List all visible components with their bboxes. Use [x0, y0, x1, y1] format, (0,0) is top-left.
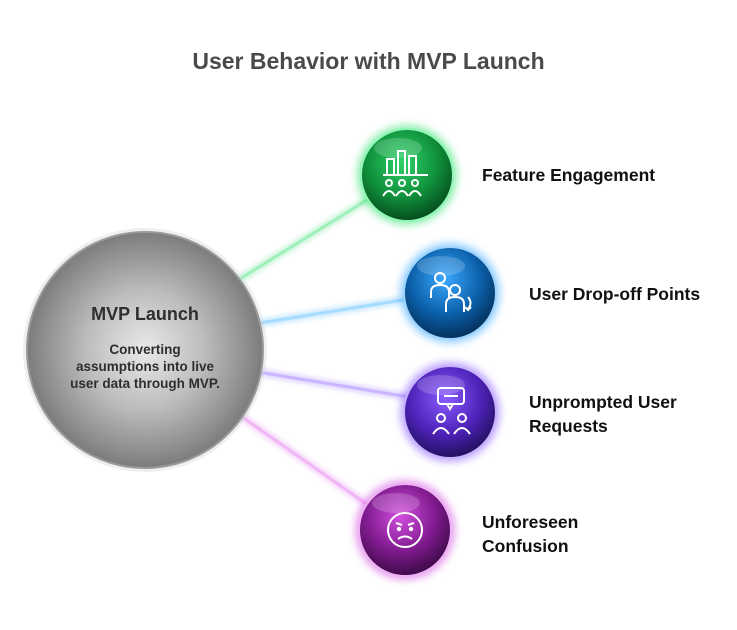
users-dropoff-icon	[430, 272, 472, 312]
page-title: User Behavior with MVP Launch	[192, 48, 545, 74]
hub-subtitle-line: user data through MVP.	[70, 376, 220, 391]
user-dropoff-label: User Drop-off Points	[529, 282, 700, 306]
label-line: Unprompted User	[529, 392, 677, 412]
confused-face-icon	[387, 512, 423, 548]
hub-subtitle-line: assumptions into live	[75, 359, 215, 374]
unprompted-requests-label: Unprompted User Requests	[529, 390, 677, 438]
label-line: Unforeseen	[482, 512, 579, 532]
mvp-launch-hub	[23, 228, 267, 472]
label-line: Requests	[529, 416, 608, 436]
label-line: User Drop-off Points	[529, 284, 701, 304]
hub-title: MVP Launch	[91, 304, 199, 324]
label-line: Feature Engagement	[482, 165, 656, 185]
chat-users-icon	[432, 387, 471, 435]
unforeseen-confusion-label: Unforeseen Confusion	[482, 510, 578, 558]
connector-confusion	[232, 408, 378, 514]
unprompted-requests-node	[400, 362, 500, 462]
connector-feature	[227, 191, 378, 289]
hub-subtitle-line: Converting	[109, 342, 181, 357]
bar-chart-users-icon	[382, 150, 428, 197]
unforeseen-confusion-node	[355, 480, 455, 580]
feature-engagement-node	[357, 125, 457, 225]
user-dropoff-node	[400, 243, 500, 343]
label-line: Confusion	[482, 536, 569, 556]
feature-engagement-label: Feature Engagement	[482, 163, 655, 187]
connector-dropoff	[259, 294, 416, 327]
hub-subtitle: Converting assumptions into live user da…	[55, 341, 235, 392]
connector-requests	[257, 368, 416, 402]
